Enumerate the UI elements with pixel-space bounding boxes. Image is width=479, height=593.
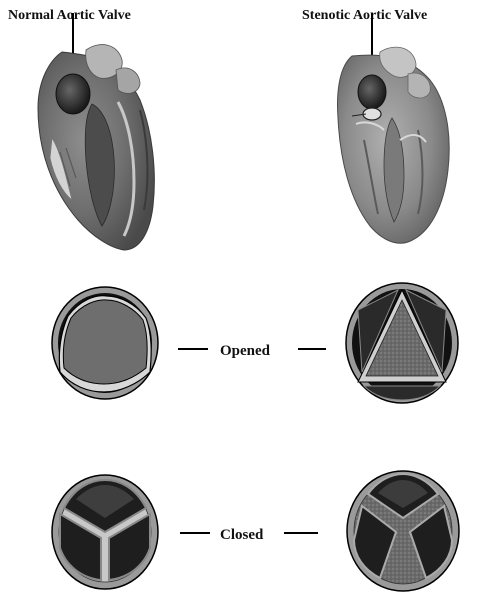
opened-label: Opened xyxy=(220,343,271,359)
normal-valve-title: Normal Aortic Valve xyxy=(8,8,131,23)
normal-valve-opened xyxy=(52,287,158,399)
closed-label: Closed xyxy=(220,527,264,543)
normal-valve-closed xyxy=(52,475,158,589)
stenotic-valve-closed xyxy=(347,471,459,591)
stenotic-valve-title: Stenotic Aortic Valve xyxy=(302,8,427,23)
stenotic-valve-opened xyxy=(346,283,458,403)
stenotic-heart-illustration xyxy=(338,47,450,243)
normal-heart-illustration xyxy=(38,45,154,250)
